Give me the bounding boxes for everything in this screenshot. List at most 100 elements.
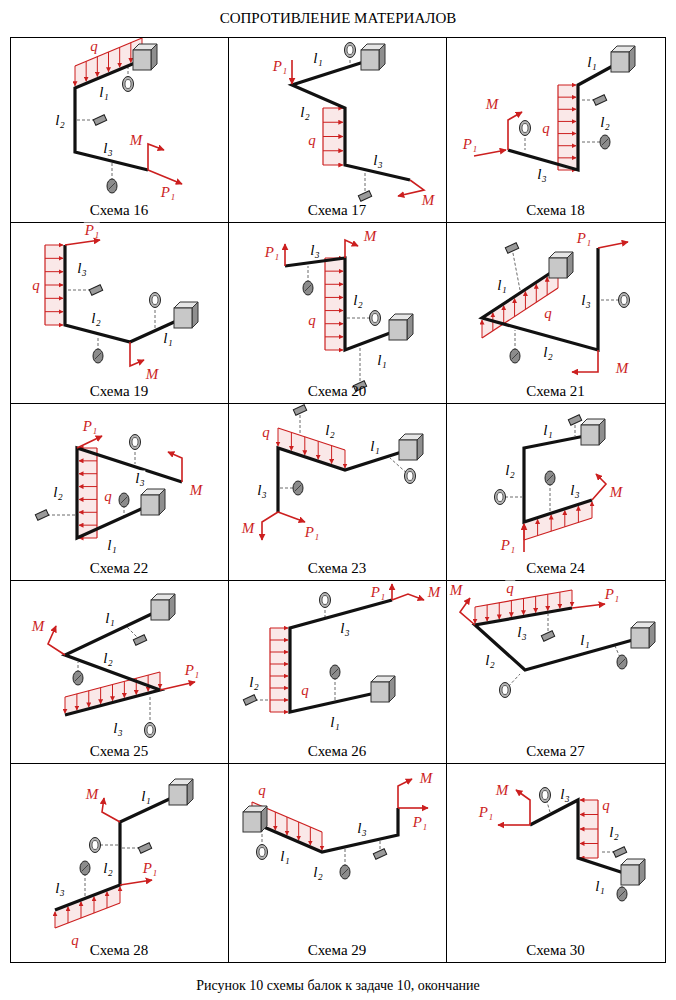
force-arrow (160, 682, 195, 690)
wall-top (399, 434, 423, 440)
section-hatch (619, 659, 625, 665)
section-hatch (305, 285, 311, 291)
beam-label: q (261, 425, 271, 440)
beam-label: l₂ (54, 113, 65, 128)
beam-label: l₃ (372, 153, 383, 168)
scheme-cell: P₁l₁l₂ql₃MСхема 17 (228, 37, 447, 223)
wall-support (174, 302, 198, 328)
beam-label: P₁ (82, 419, 98, 434)
beam-label: M (421, 193, 436, 208)
wall-top (371, 676, 395, 682)
section-hatch (619, 891, 625, 897)
round-section (107, 179, 117, 193)
load-arrow (325, 271, 343, 272)
wall-front (611, 52, 629, 72)
beam-label: l₁ (376, 353, 387, 368)
beam-label: l₁ (579, 633, 590, 648)
wall-top (169, 779, 193, 785)
rect-section (373, 849, 386, 860)
load-arrow (100, 688, 101, 704)
ring-hole (347, 46, 353, 55)
ring-hole (542, 791, 548, 800)
load-arrow (79, 499, 97, 500)
wall-top (151, 594, 175, 600)
beam (278, 448, 408, 512)
ring-hole (152, 296, 158, 305)
load-arrow (580, 814, 598, 815)
load-arrow (55, 912, 56, 928)
beam-label: l₁ (312, 51, 323, 66)
moment-arrow (460, 598, 475, 625)
scheme-caption: Схема 20 (308, 384, 367, 399)
beam-label: l₁ (369, 439, 380, 454)
beam-scheme (35, 435, 182, 539)
load-arrow (287, 817, 288, 835)
moment-arrow (262, 512, 278, 540)
load-arrow (503, 306, 504, 324)
page-title: СОПРОТИВЛЕНИЕ МАТЕРИАЛОВ (0, 10, 676, 27)
load-arrow (79, 538, 97, 539)
beam (75, 60, 148, 170)
force-arrow (498, 824, 530, 826)
wall-front (133, 50, 151, 70)
beam-label: l₃ (76, 261, 87, 276)
load-line (269, 628, 270, 712)
ring-hole (132, 438, 138, 447)
scheme-caption: Схема 17 (308, 203, 367, 218)
round-section (119, 493, 129, 507)
beam-label: l₂ (52, 485, 63, 500)
scheme-caption: Схема 19 (90, 384, 149, 399)
load-arrow (45, 271, 63, 272)
round-section (293, 481, 303, 495)
beam-label: l₃ (339, 621, 350, 636)
wall-front (141, 495, 159, 515)
beam-label: M (609, 485, 624, 500)
load-arrow (45, 325, 63, 326)
rect-section (138, 843, 151, 854)
load-arrow (537, 519, 538, 535)
beam-label: l₁ (104, 611, 115, 626)
rect-section (243, 695, 256, 706)
ring-section (619, 293, 630, 308)
beam (290, 600, 392, 712)
ring-section (370, 311, 381, 326)
beam-scheme (55, 779, 193, 928)
load-arrow (130, 43, 131, 63)
beam-scheme (474, 46, 635, 170)
rect-section (133, 635, 146, 646)
load-arrow (558, 145, 576, 146)
wall-front (621, 865, 639, 885)
scheme-caption: Схема 18 (526, 203, 585, 218)
beam-label: P₁ (500, 538, 516, 553)
load-arrow (94, 897, 95, 913)
load-arrow (270, 664, 288, 665)
beam-label: M (495, 783, 510, 798)
section-hatch (332, 669, 338, 675)
wall-support (133, 44, 157, 70)
scheme-cell: l₁Mql₂P₁l₃Схема 18 (446, 37, 666, 223)
beam-scheme (482, 242, 630, 372)
rect-section (358, 191, 371, 202)
beam-scheme (243, 584, 424, 712)
moment-arrow (572, 350, 598, 372)
section-hatch (82, 865, 88, 871)
load-area (558, 85, 578, 170)
beam-label: P₁ (412, 815, 428, 830)
load-area (270, 628, 290, 712)
load-arrow (76, 694, 77, 710)
beam-label: l₁ (329, 715, 340, 730)
wall-support (361, 44, 385, 70)
force-arrow (65, 240, 100, 245)
load-arrow (558, 97, 576, 98)
wall-top (611, 46, 635, 52)
beam-label: P₁ (576, 231, 592, 246)
force-arrow (77, 436, 102, 448)
wall-support (611, 46, 635, 72)
round-section (600, 135, 610, 149)
load-arrow (81, 902, 82, 918)
ring-section (150, 293, 161, 308)
load-arrow (45, 311, 63, 312)
beam-label: l₃ (102, 141, 113, 156)
beam-scheme (292, 43, 424, 202)
load-arrow (79, 486, 97, 487)
